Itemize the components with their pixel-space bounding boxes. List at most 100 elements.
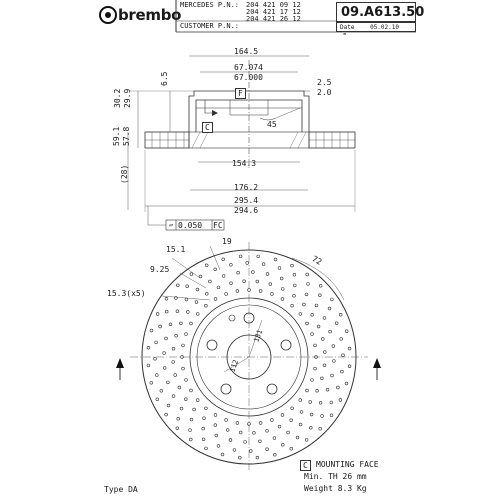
- drill-hole: [328, 329, 332, 334]
- dim-height-c: 29.9: [123, 88, 132, 108]
- drill-hole: [155, 397, 160, 401]
- flatness-ref: FC: [213, 221, 223, 230]
- section-arrows: [116, 358, 381, 380]
- flatness-value: 0.050: [178, 221, 203, 230]
- drill-hole: [302, 302, 306, 307]
- face-c-label: C: [202, 122, 213, 133]
- drill-hole: [171, 360, 175, 364]
- drill-hole: [174, 334, 178, 338]
- dim-angle: 45: [267, 120, 277, 129]
- drill-hole: [293, 283, 297, 288]
- drill-hole: [146, 346, 151, 350]
- part-suffix: -: [343, 29, 347, 38]
- drill-hole: [176, 283, 180, 287]
- part-number-box: 09.A613.50 -: [336, 2, 424, 38]
- drill-hole: [184, 378, 188, 382]
- drill-hole: [332, 359, 336, 363]
- drill-hole: [277, 424, 282, 429]
- leader-15-1: [171, 257, 201, 279]
- drill-hole: [216, 285, 221, 290]
- drill-hole: [318, 293, 322, 297]
- drill-hole: [229, 281, 233, 285]
- hat-inner: [195, 99, 303, 132]
- drill-hole: [175, 309, 180, 313]
- drill-hole: [340, 369, 344, 374]
- drill-hole: [245, 261, 249, 265]
- drill-hole: [179, 406, 184, 411]
- drill-hole: [155, 373, 159, 377]
- brembo-emblem-icon: [99, 6, 117, 24]
- drill-hole: [318, 427, 322, 431]
- mercedes-pn-2: 204 421 17 12: [246, 8, 301, 16]
- drill-hole: [305, 388, 309, 393]
- drill-hole: [205, 263, 209, 267]
- drill-hole: [304, 438, 309, 442]
- drill-hole: [162, 351, 166, 355]
- leader-19: [209, 245, 221, 271]
- drill-hole: [198, 274, 203, 279]
- drill-hole: [339, 313, 343, 317]
- arc-72: [291, 257, 345, 301]
- drill-hole: [320, 414, 324, 418]
- dim-hat-b: 67.000: [234, 73, 263, 82]
- drill-hole: [201, 426, 205, 431]
- drill-hole: [181, 343, 185, 348]
- drill-hole: [165, 309, 169, 314]
- drill-hole: [306, 282, 310, 286]
- drill-hole: [323, 350, 327, 354]
- weight: Weight 8.3 Kg: [304, 484, 367, 493]
- drill-hole: [228, 438, 233, 442]
- drill-hole: [290, 263, 294, 268]
- drill-hole: [224, 292, 228, 296]
- drill-hole: [201, 437, 206, 441]
- drill-hole: [315, 389, 319, 393]
- drill-hole: [196, 398, 200, 402]
- drill-hole: [313, 366, 317, 371]
- drill-hole: [213, 297, 218, 301]
- drill-hole: [177, 385, 182, 390]
- title-block: brembo MERCEDES P.N.: 204 421 09 12 204 …: [0, 0, 500, 38]
- drill-hole: [252, 431, 256, 435]
- drill-hole: [174, 296, 178, 300]
- drill-hole: [322, 316, 327, 320]
- vane-slots: [151, 132, 349, 148]
- drill-hole: [166, 403, 171, 408]
- drill-hole: [321, 337, 325, 341]
- drill-hole: [184, 332, 188, 336]
- drill-hole: [238, 254, 243, 259]
- chamfer-line: [275, 107, 301, 119]
- drill-hole: [232, 448, 237, 452]
- drill-hole: [243, 440, 247, 444]
- drill-hole: [229, 263, 233, 267]
- disc-type: Type DA: [104, 485, 138, 494]
- drill-hole: [329, 400, 333, 405]
- dim-19: 19: [222, 237, 232, 246]
- locator-hole: [228, 314, 236, 322]
- radius-131: [248, 319, 263, 358]
- mercedes-pn-3: 204 421 26 12: [246, 15, 301, 23]
- drill-hole: [298, 312, 302, 316]
- drill-hole: [175, 426, 180, 430]
- drill-hole: [171, 394, 176, 398]
- customer-label: CUSTOMER P.N.:: [180, 22, 240, 30]
- drill-hole: [221, 257, 225, 261]
- drill-hole: [280, 297, 285, 301]
- drill-hole: [181, 366, 185, 371]
- drill-hole: [173, 373, 177, 377]
- pilot-bore: [229, 100, 269, 116]
- drill-hole: [251, 270, 255, 274]
- front-view: [116, 242, 381, 470]
- section-view: [127, 55, 356, 212]
- drill-hole: [214, 433, 219, 438]
- drill-hole: [189, 321, 193, 326]
- drill-hole: [204, 304, 208, 308]
- drill-hole: [280, 413, 285, 417]
- drill-hole: [298, 398, 302, 402]
- drill-hole: [289, 447, 293, 451]
- date-label: Date: [340, 24, 355, 31]
- radius-112: [223, 356, 250, 373]
- dim-hat-a: 67.074: [234, 63, 263, 72]
- drill-hole: [158, 324, 162, 329]
- bolt-hole: [243, 312, 255, 324]
- drill-hole: [298, 422, 303, 427]
